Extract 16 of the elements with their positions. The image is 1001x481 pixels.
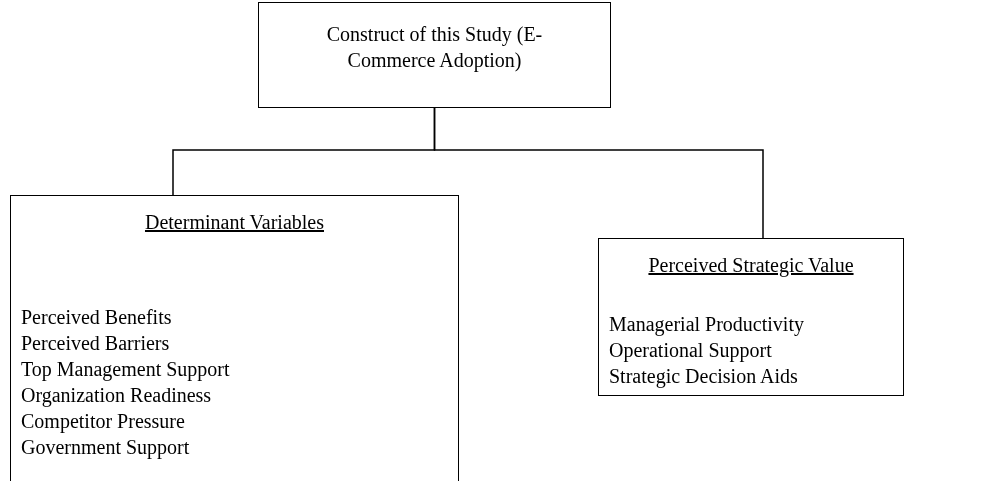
list-item: Managerial Productivity [609, 312, 804, 337]
list-item: Operational Support [609, 338, 772, 363]
list-item: Competitor Pressure [21, 409, 185, 434]
text-box [258, 2, 611, 108]
list-item: Perceived Benefits [21, 305, 172, 330]
text-box [598, 238, 904, 396]
text-box [10, 195, 459, 481]
list-item: Perceived Barriers [21, 331, 170, 356]
box-title: Construct of this Study (E-Commerce Adoption) [325, 22, 544, 73]
list-item: Strategic Decision Aids [609, 364, 798, 389]
list-item: Government Support [21, 435, 190, 460]
section-heading: Determinant Variables [144, 210, 325, 235]
list-item: Organization Readiness [21, 383, 212, 408]
section-heading: Perceived Strategic Value [647, 253, 855, 278]
list-item: Top Management Support [21, 357, 230, 382]
connector-line [433, 107, 764, 239]
